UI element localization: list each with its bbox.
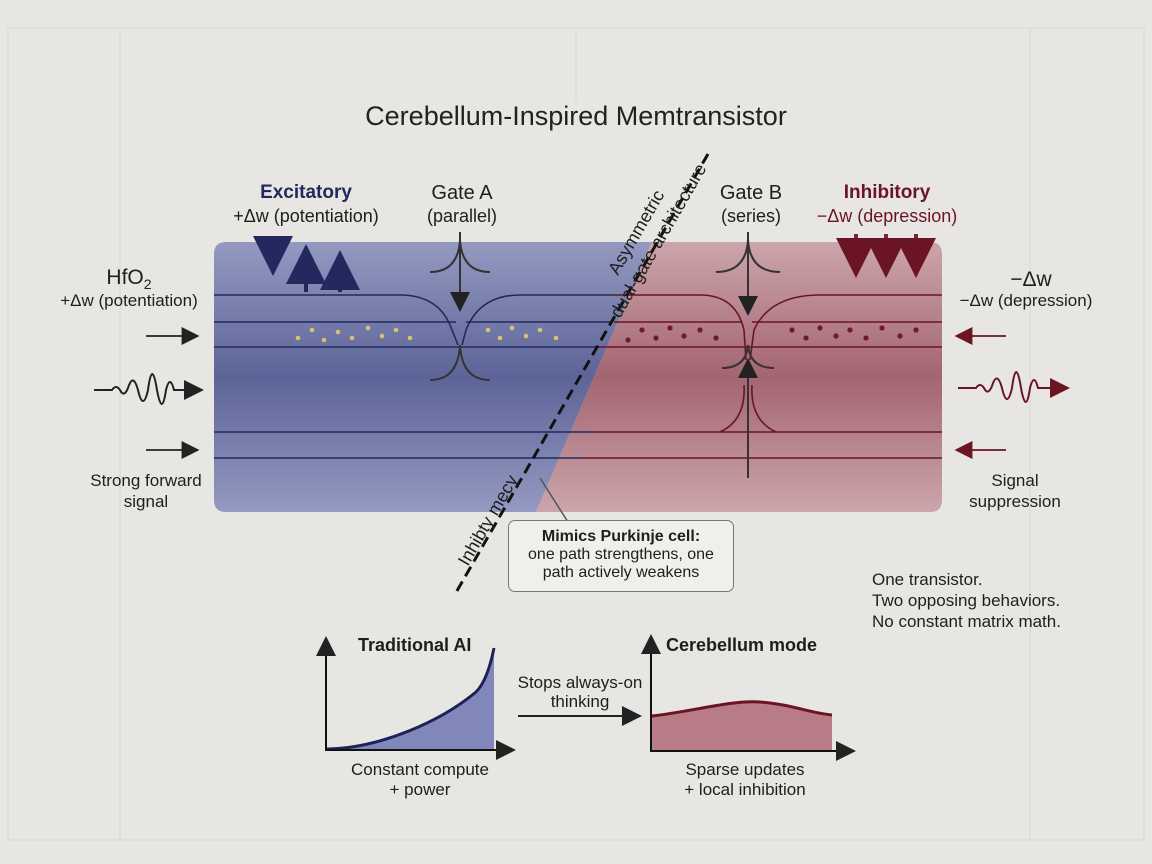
left-channel-layers bbox=[214, 294, 612, 459]
left-waveform bbox=[94, 373, 184, 405]
cerebellum-caption-2: + local inhibition bbox=[684, 780, 806, 799]
right-channel-layers bbox=[585, 294, 942, 459]
excitatory-title: Excitatory bbox=[260, 182, 352, 203]
cerebellum-chart bbox=[641, 634, 856, 761]
delta-subtitle: −Δw (depression) bbox=[959, 291, 1093, 310]
callout-line-2: path actively weakens bbox=[542, 564, 700, 581]
summary-line-3: No constant matrix math. bbox=[872, 612, 1061, 631]
excitatory-subtitle: +Δw (potentiation) bbox=[233, 206, 379, 226]
left-signal-caption-2: signal bbox=[123, 492, 169, 511]
summary-line-1: One transistor. bbox=[872, 570, 983, 589]
material-subtitle: +Δw (potentiation) bbox=[60, 291, 198, 310]
right-waveform bbox=[958, 371, 1050, 403]
material-subscript: 2 bbox=[143, 276, 152, 293]
delta-title: −Δw bbox=[1010, 268, 1052, 291]
gate-a-title: Gate A bbox=[431, 182, 493, 204]
gate-b-symbol bbox=[715, 232, 781, 478]
traditional-title: Traditional AI bbox=[358, 635, 472, 655]
excitatory-panel bbox=[214, 242, 652, 512]
callout-heading: Mimics Purkinje cell: bbox=[541, 528, 701, 545]
traditional-area bbox=[327, 648, 494, 749]
traditional-caption-2: + power bbox=[389, 780, 451, 799]
transition-label-1: Stops always-on bbox=[517, 673, 643, 692]
right-signal-caption-2: suppression bbox=[969, 492, 1061, 511]
inhibitory-title: Inhibitory bbox=[843, 182, 931, 203]
left-charge-dots bbox=[295, 325, 559, 343]
cerebellum-title: Cerebellum mode bbox=[666, 635, 818, 655]
gate-a-subtitle: (parallel) bbox=[426, 206, 498, 226]
summary-line-2: Two opposing behaviors. bbox=[872, 591, 1061, 610]
callout-line-1: one path strengthens, one bbox=[528, 546, 714, 563]
traditional-curve bbox=[326, 647, 496, 751]
transition-label-2: thinking bbox=[550, 692, 610, 711]
inhibitory-arrows bbox=[836, 234, 936, 278]
excitatory-arrows bbox=[253, 236, 360, 292]
paper-grid bbox=[7, 27, 1145, 841]
traditional-caption-1: Constant compute bbox=[351, 760, 489, 779]
left-signal-caption-1: Strong forward bbox=[90, 471, 202, 490]
left-input-arrows bbox=[146, 327, 200, 459]
inhibitory-subtitle: −Δw (depression) bbox=[816, 206, 958, 226]
gate-b-subtitle: (series) bbox=[720, 206, 781, 226]
gate-a-symbol bbox=[429, 232, 491, 381]
right-input-arrows bbox=[954, 327, 1006, 459]
cerebellum-area bbox=[652, 701, 832, 750]
purkinje-callout: Mimics Purkinje cell: one path strengthe… bbox=[508, 520, 734, 592]
traditional-ai-chart bbox=[316, 636, 516, 760]
cerebellum-caption-1: Sparse updates bbox=[685, 760, 805, 779]
right-charge-dots bbox=[625, 325, 919, 343]
page-title: Cerebellum-Inspired Memtransistor bbox=[365, 101, 787, 131]
material-base: HfO bbox=[106, 266, 144, 289]
gate-b-title: Gate B bbox=[719, 182, 783, 204]
material-label: HfO2 bbox=[54, 266, 204, 292]
right-signal-caption-1: Signal bbox=[991, 471, 1039, 490]
cerebellum-curve bbox=[651, 700, 833, 718]
callout-pointer bbox=[539, 477, 569, 523]
